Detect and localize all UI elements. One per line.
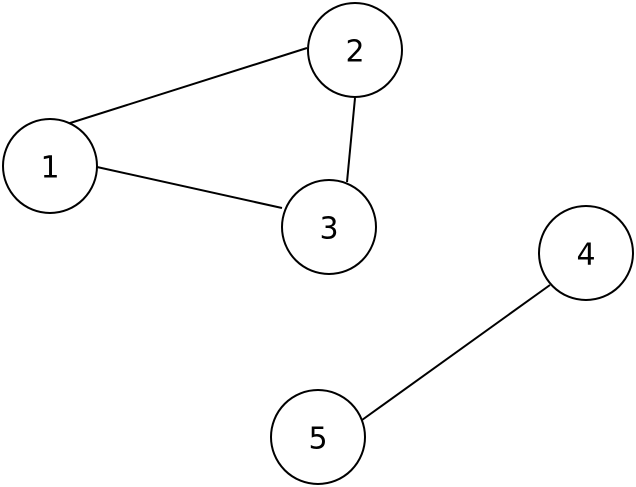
node-5-label: 5 — [308, 422, 327, 457]
node-5-circle — [270, 389, 366, 485]
node-3: 3 — [281, 179, 377, 275]
edge-4-5 — [361, 284, 551, 421]
node-2: 2 — [307, 2, 403, 98]
node-1-label: 1 — [40, 151, 59, 186]
node-4-circle — [538, 205, 634, 301]
node-1: 1 — [2, 118, 98, 214]
node-4-label: 4 — [576, 238, 595, 273]
edge-1-3 — [96, 166, 283, 209]
edges-layer — [66, 47, 551, 421]
node-2-circle — [307, 2, 403, 98]
node-1-circle — [2, 118, 98, 214]
node-2-label: 2 — [345, 35, 364, 70]
node-3-circle — [281, 179, 377, 275]
node-3-label: 3 — [319, 212, 338, 247]
node-4: 4 — [538, 205, 634, 301]
edge-2-3 — [346, 97, 356, 183]
node-5: 5 — [270, 389, 366, 485]
edge-1-2 — [66, 47, 308, 125]
